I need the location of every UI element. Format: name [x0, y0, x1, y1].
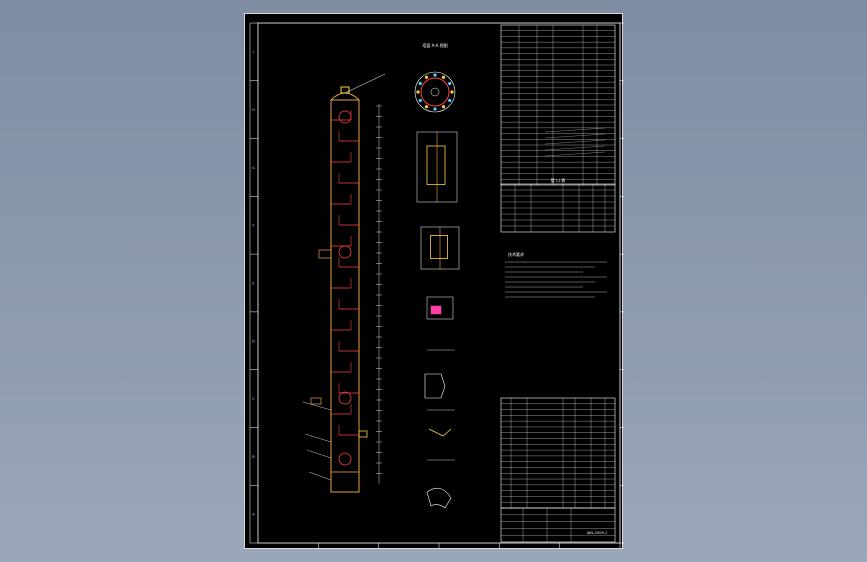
cad-drawing-sheet: I H G F E D C B A 塔盘 A-A 视图管 口 表技术要求 ABL-2009-1 [244, 13, 624, 549]
table-hatch [544, 139, 606, 145]
detail-downcomer-part [430, 234, 449, 259]
manhole [338, 452, 352, 466]
detail-support-part [426, 145, 446, 185]
plan-view-title: 塔盘 A-A 视图 [422, 42, 447, 48]
frame-row-label: B [252, 455, 255, 459]
leader-line [308, 471, 332, 481]
frame-row-label: G [252, 166, 255, 170]
nozzle-table-heading: 管 口 表 [551, 177, 566, 183]
plan-bolt [441, 75, 446, 79]
plan-center [430, 87, 440, 97]
side-nozzle [358, 430, 368, 438]
detail-weir-fill [430, 305, 442, 315]
parts-list-table [500, 397, 616, 509]
plan-bolt [448, 81, 452, 86]
side-nozzle [318, 249, 332, 259]
plan-bolt [416, 90, 420, 94]
plan-bolt [441, 105, 446, 109]
plan-bolt [433, 107, 437, 111]
frame-row-label: H [252, 108, 255, 112]
leader-line [306, 449, 332, 459]
plan-bolt [448, 98, 452, 103]
skirt [330, 471, 360, 493]
plan-bolt [424, 105, 429, 109]
leader-line [304, 433, 332, 443]
frame-row-label: E [252, 282, 254, 286]
side-nozzle [310, 397, 322, 405]
table-hatch [544, 151, 606, 157]
notes-heading: 技术要求 [508, 251, 524, 257]
leader-line [302, 401, 332, 411]
top-nozzle [340, 86, 350, 94]
title-block [500, 507, 616, 543]
vessel-shell [330, 99, 360, 493]
plan-bolt [450, 90, 454, 94]
plan-bolt [418, 98, 422, 103]
table-hatch [544, 127, 606, 133]
detail-weir [426, 296, 454, 320]
leader-line [344, 73, 386, 94]
frame-row-label: C [252, 397, 255, 401]
plan-view-outer [414, 71, 456, 113]
table-hatch [544, 133, 606, 139]
frame-row-label: I [253, 50, 254, 54]
inner-frame [257, 22, 621, 544]
detail-weld-1 [424, 373, 446, 399]
plan-bolt [418, 81, 422, 86]
detail-weld-2 [428, 428, 452, 437]
plan-bolt [424, 75, 429, 79]
manhole [338, 391, 352, 405]
frame-row-label: F [252, 224, 254, 228]
detail-weld-3 [426, 487, 452, 509]
plan-view-ring [420, 77, 450, 107]
drawing-number: ABL-2009-1 [587, 531, 607, 535]
plan-bolt [433, 73, 437, 77]
frame-row-label: D [252, 339, 255, 343]
frame-row-label: A [252, 513, 255, 517]
top-head [330, 92, 360, 101]
manhole [338, 110, 352, 124]
table-hatch [544, 145, 606, 151]
manhole [338, 245, 352, 259]
